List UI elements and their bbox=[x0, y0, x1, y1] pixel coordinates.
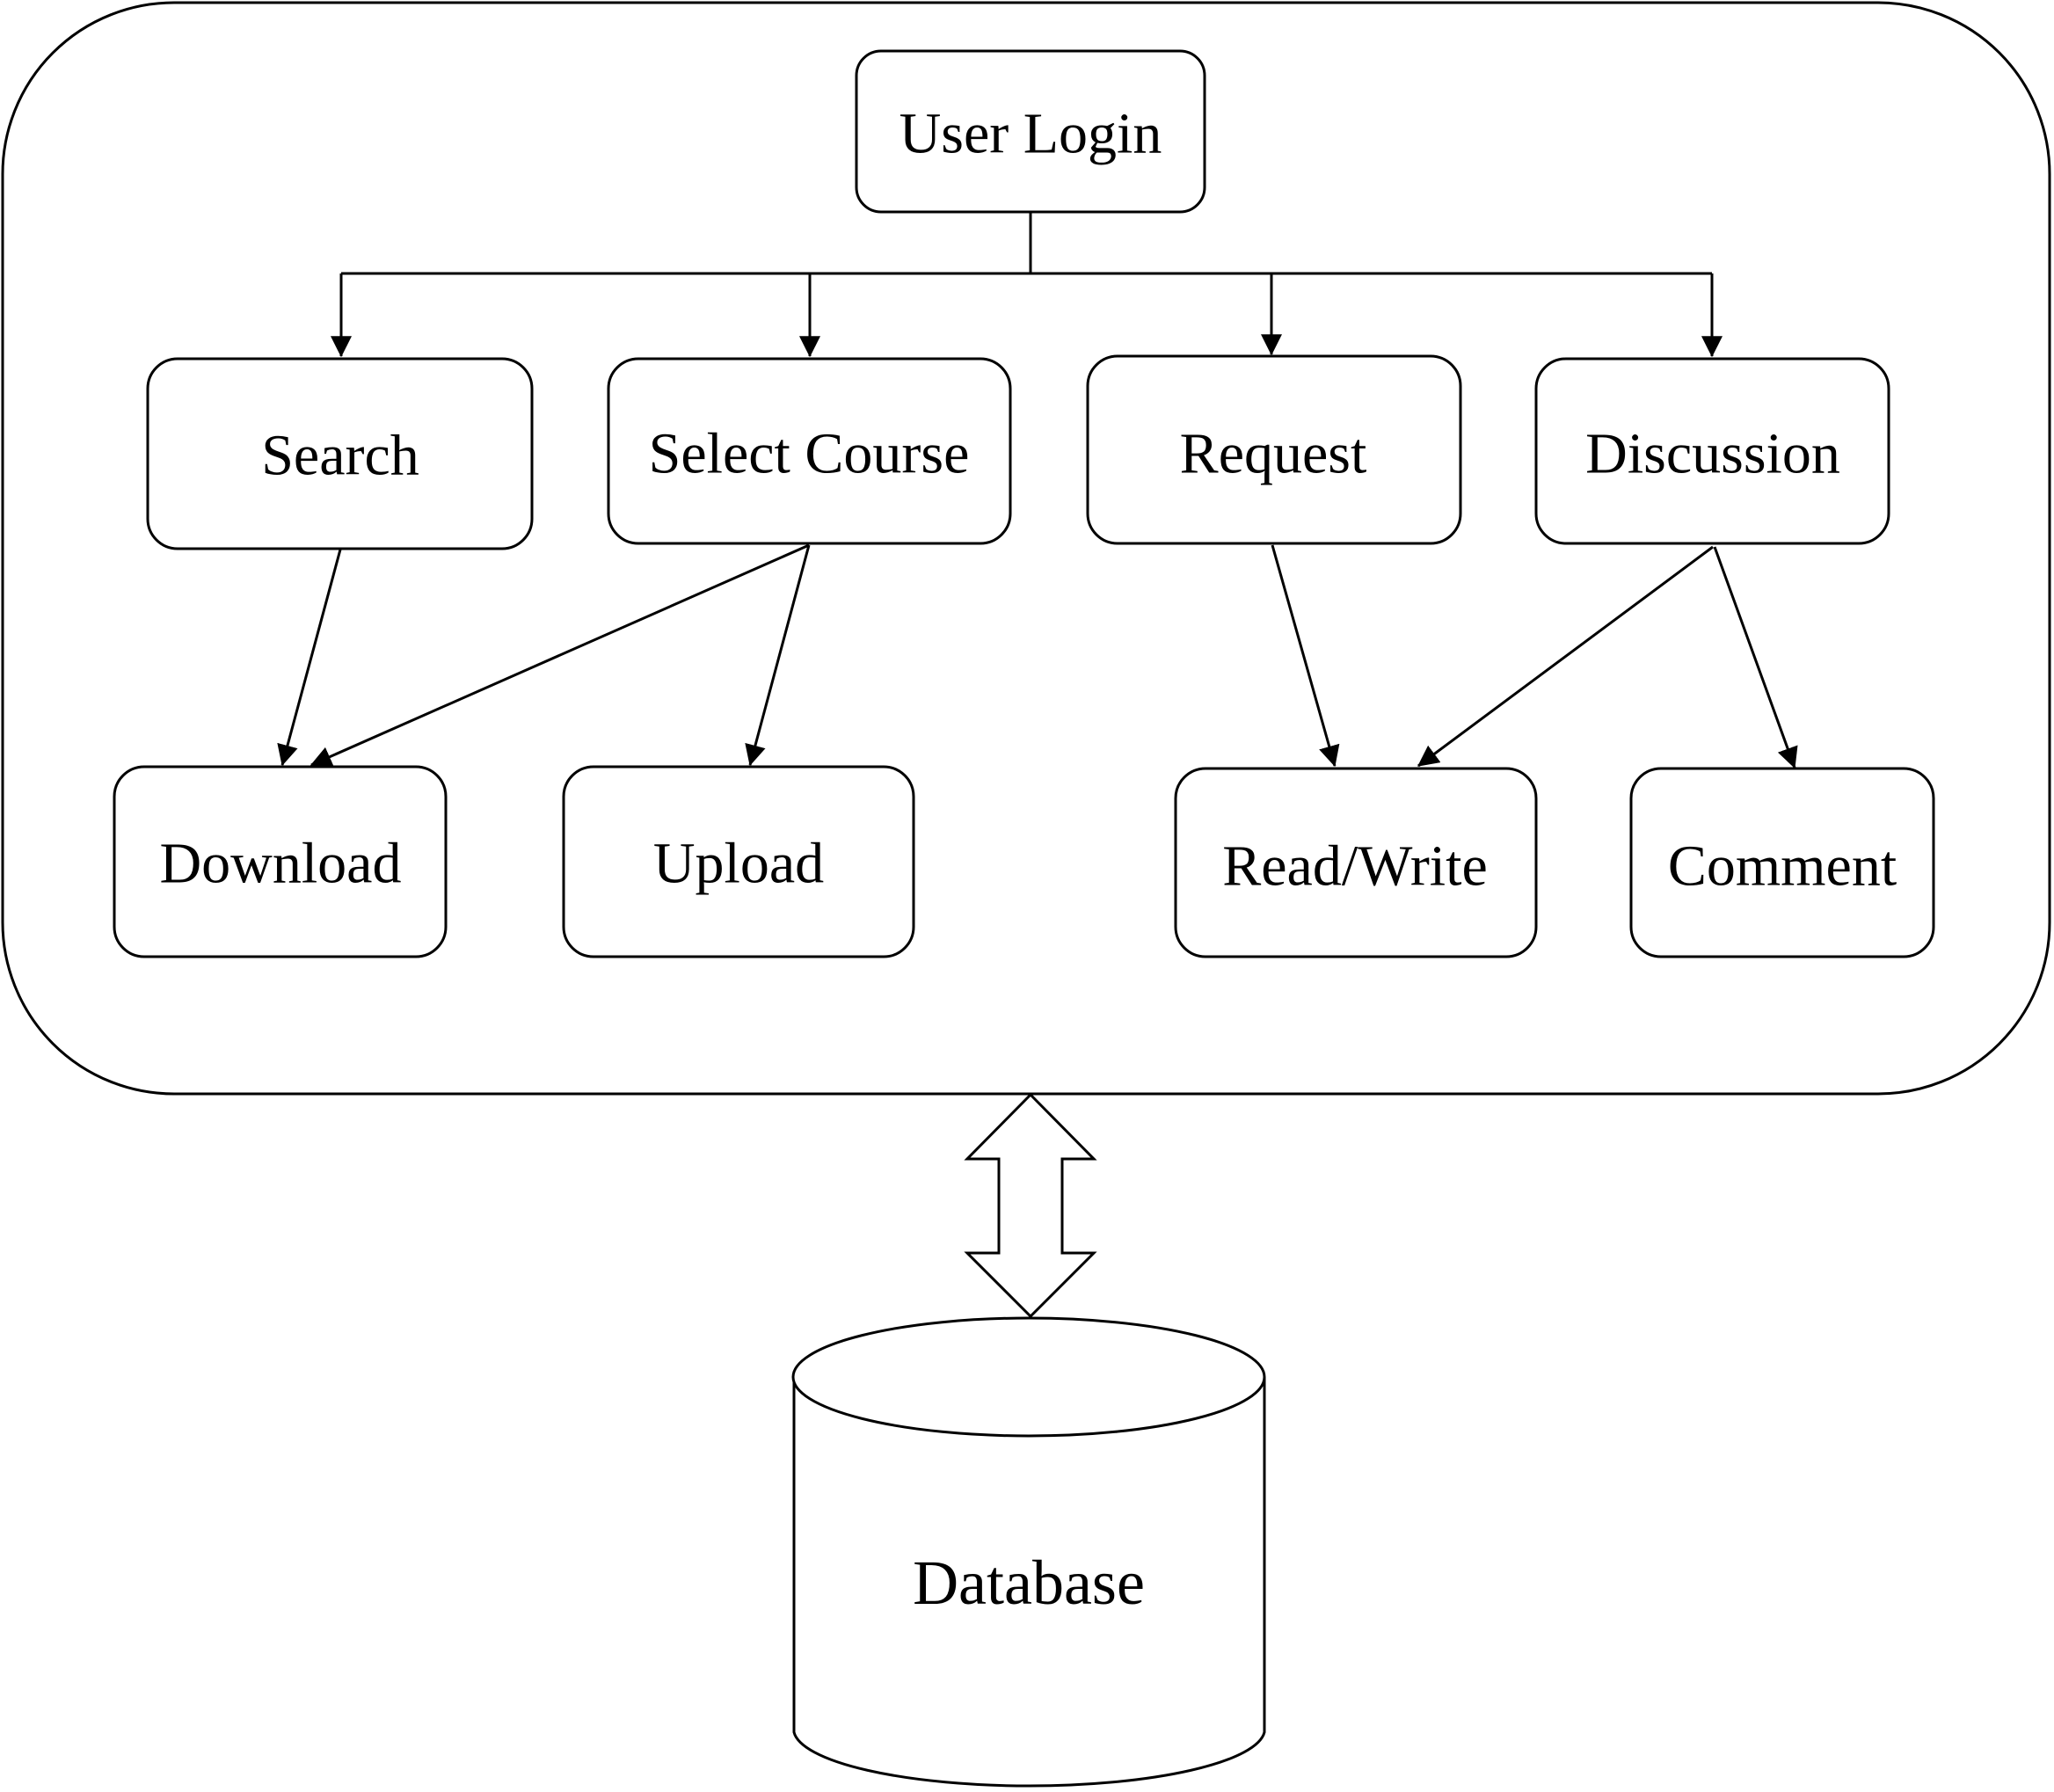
node-download: Download bbox=[113, 765, 448, 958]
node-upload: Upload bbox=[562, 765, 915, 958]
discussion-label: Discussion bbox=[1585, 422, 1840, 486]
bidirectional-arrow bbox=[964, 1092, 1097, 1319]
node-user-login: User Login bbox=[855, 49, 1206, 214]
search-label: Search bbox=[261, 424, 419, 488]
database-cylinder-top bbox=[791, 1316, 1266, 1438]
user-login-box bbox=[855, 49, 1206, 214]
node-comment: Comment bbox=[1629, 767, 1935, 958]
node-read-write: Read/Write bbox=[1174, 767, 1538, 958]
node-database: Database bbox=[791, 1316, 1266, 1788]
select-course-box bbox=[607, 357, 1012, 545]
comment-label: Comment bbox=[1668, 834, 1897, 899]
application-frame bbox=[1, 1, 2051, 1096]
discussion-box bbox=[1534, 357, 1890, 545]
read-write-box bbox=[1174, 767, 1538, 958]
node-search: Search bbox=[146, 357, 534, 550]
request-box bbox=[1086, 354, 1462, 545]
select-course-label: Select Course bbox=[649, 422, 970, 486]
edge-select-course-download bbox=[310, 543, 810, 767]
node-request: Request bbox=[1086, 354, 1462, 545]
action-connectors bbox=[277, 543, 1798, 769]
upload-box bbox=[562, 765, 915, 958]
user-login-label: User Login bbox=[900, 102, 1162, 166]
edge-request-read-write bbox=[1271, 544, 1340, 768]
upload-label: Upload bbox=[653, 832, 824, 896]
login-connectors bbox=[331, 212, 1723, 358]
download-box bbox=[113, 765, 448, 958]
request-label: Request bbox=[1180, 422, 1367, 486]
comment-box bbox=[1629, 767, 1935, 958]
node-discussion: Discussion bbox=[1534, 357, 1890, 545]
search-box bbox=[146, 357, 534, 550]
node-select-course: Select Course bbox=[607, 357, 1012, 545]
database-cylinder-body bbox=[792, 1377, 1266, 1788]
download-label: Download bbox=[160, 832, 402, 896]
read-write-label: Read/Write bbox=[1222, 834, 1488, 899]
edge-discussion-read-write bbox=[1417, 545, 1714, 768]
edge-select-course-upload bbox=[745, 544, 811, 767]
edge-discussion-comment bbox=[1713, 546, 1798, 769]
edge-search-download bbox=[277, 549, 342, 767]
database-label: Database bbox=[913, 1548, 1145, 1618]
